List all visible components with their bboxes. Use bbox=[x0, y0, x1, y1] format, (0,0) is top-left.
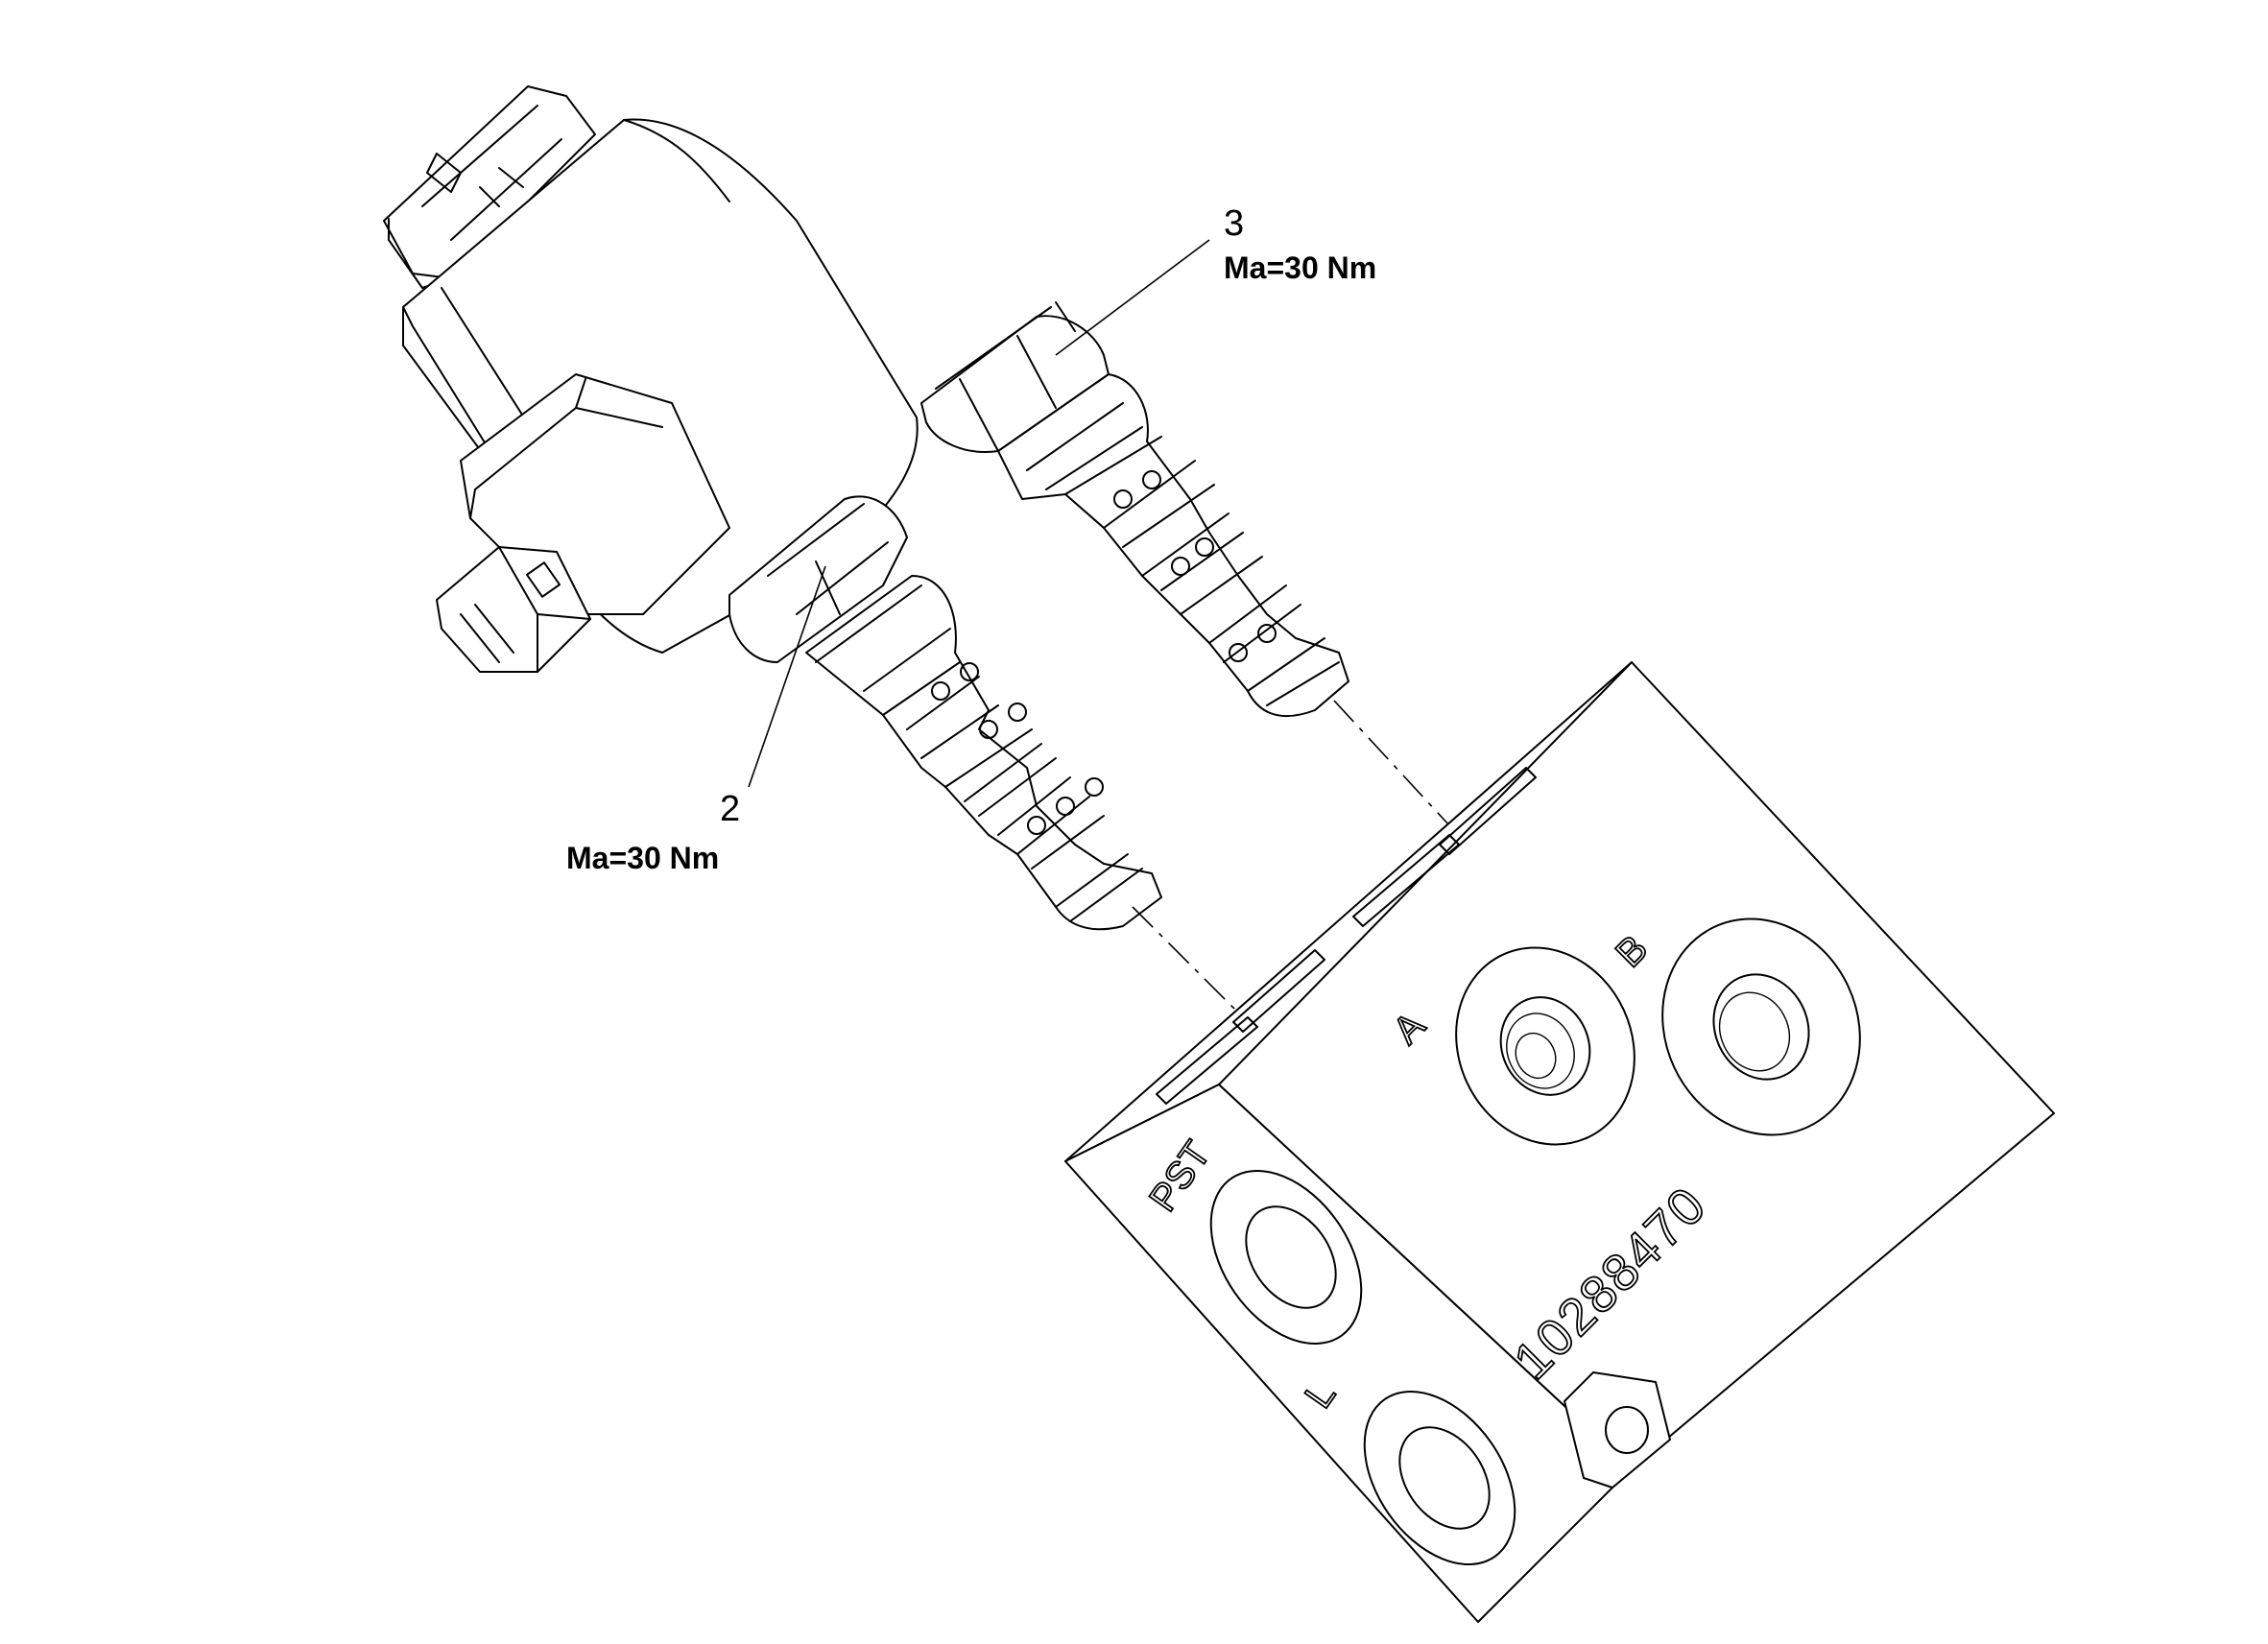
port-l bbox=[1363, 1390, 1516, 1566]
coil-nut bbox=[728, 495, 908, 663]
port-a bbox=[1455, 946, 1635, 1146]
coil-top-connector bbox=[383, 85, 596, 289]
port-b bbox=[1661, 917, 1861, 1136]
callout-2-torque: Ma=30 Nm bbox=[566, 841, 719, 875]
manufacturer-logo bbox=[1564, 1371, 1671, 1489]
center-line-valve-2 bbox=[1132, 906, 1239, 1013]
callout-3-torque: Ma=30 Nm bbox=[1224, 250, 1376, 285]
callout-2-number: 2 bbox=[720, 789, 740, 829]
callout-3-number: 3 bbox=[1224, 203, 1244, 244]
cartridge-valve-2 bbox=[805, 575, 1162, 931]
coil-side-connector bbox=[436, 373, 730, 673]
center-line-valve-3 bbox=[1333, 700, 1450, 826]
leader-line-2 bbox=[748, 565, 826, 788]
port-pst bbox=[1209, 1169, 1363, 1346]
cartridge-valve-3 bbox=[920, 301, 1349, 718]
leader-line-3 bbox=[1055, 239, 1210, 356]
